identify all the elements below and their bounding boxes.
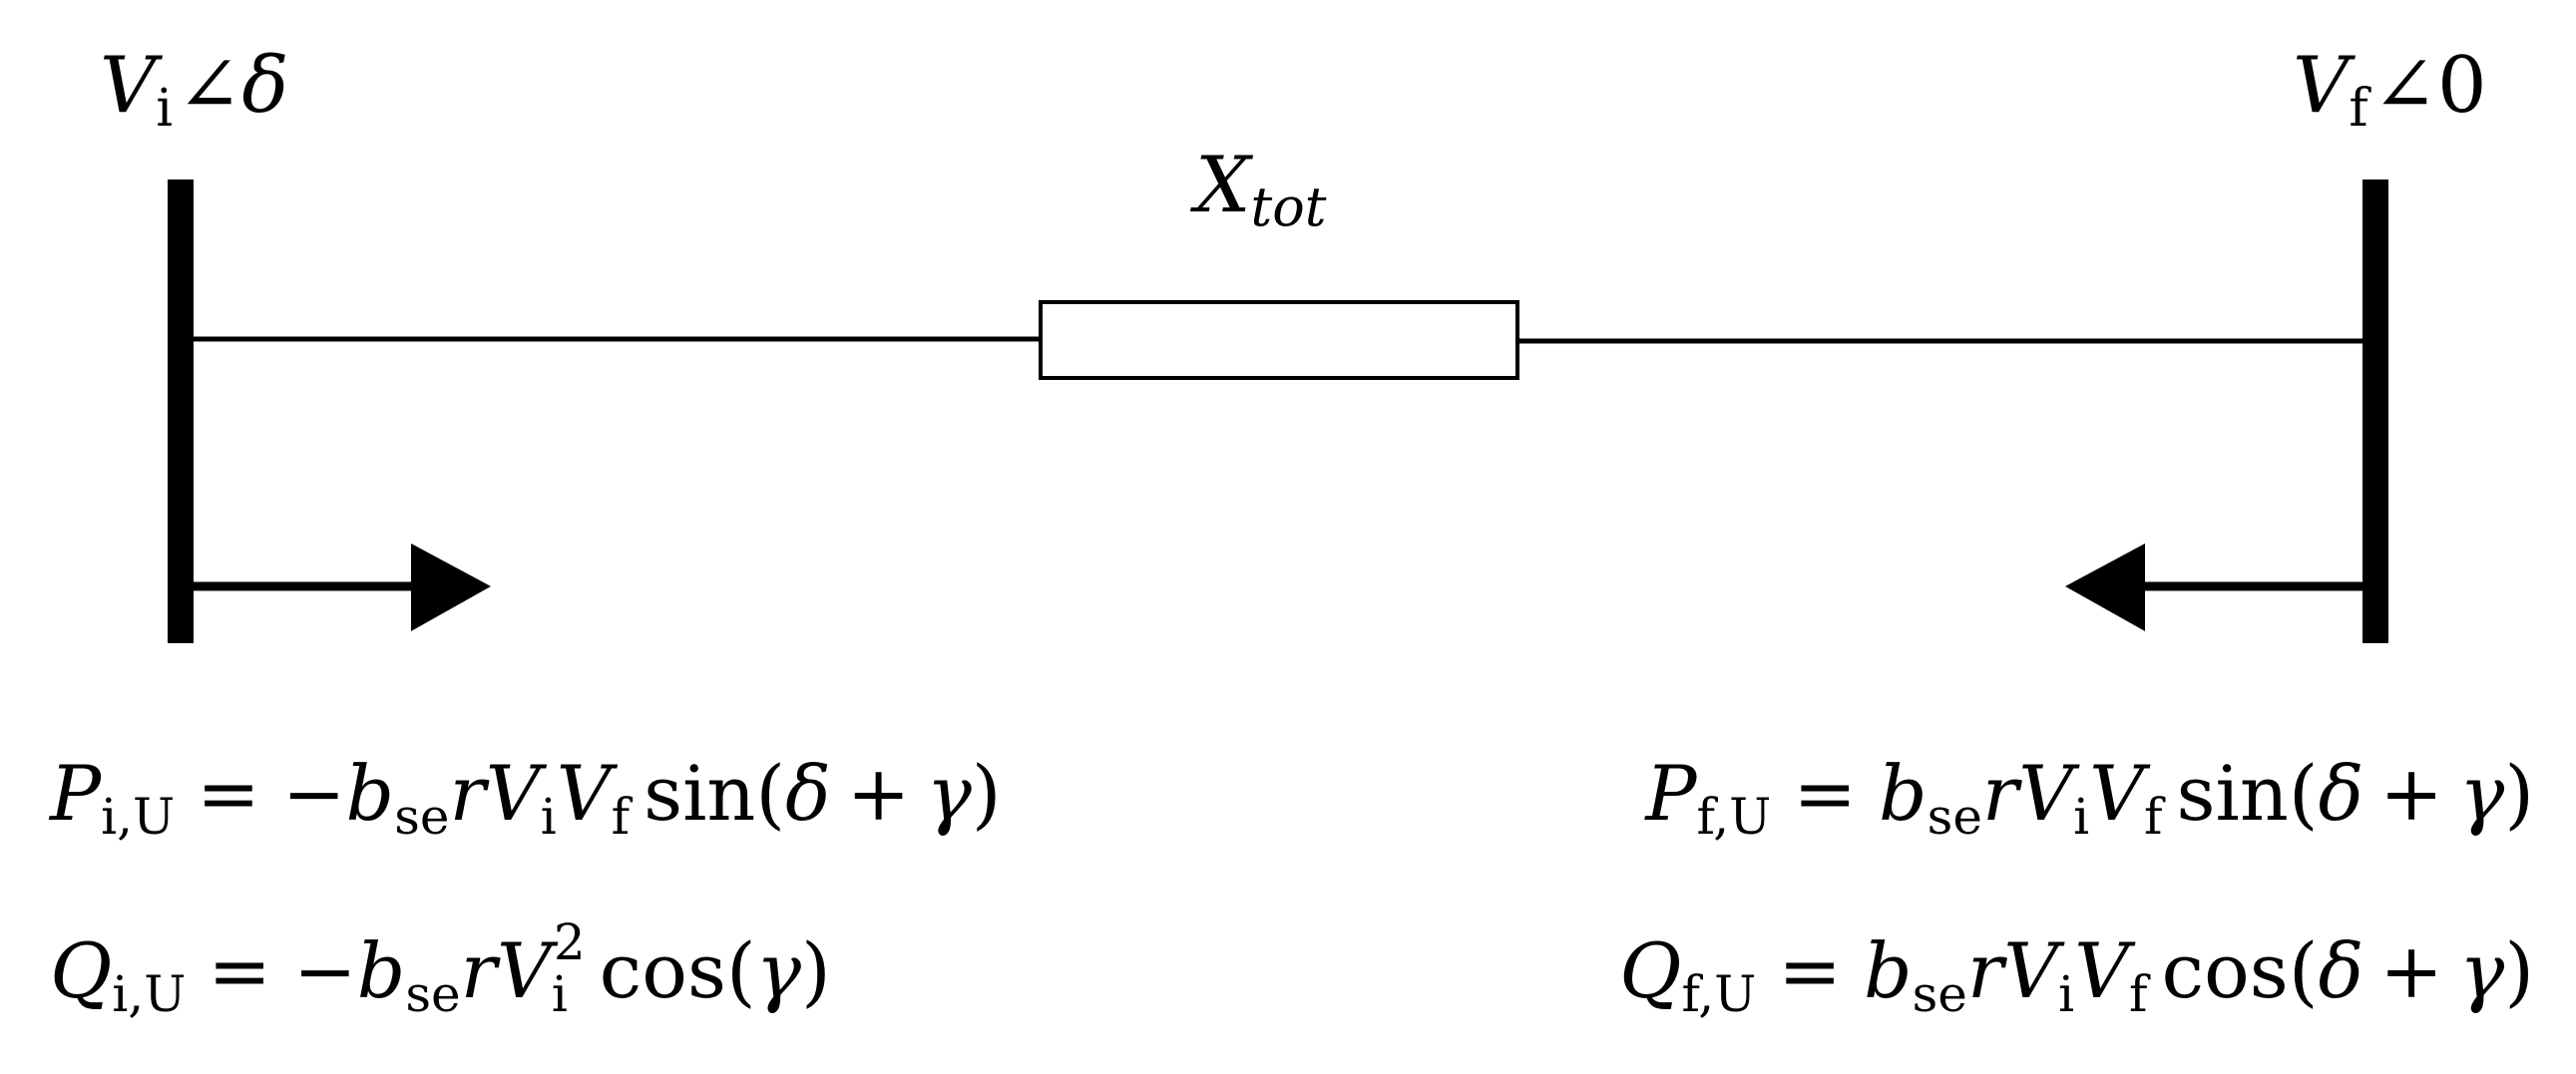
line-reactance-label: Xtot <box>1189 141 1327 238</box>
left-bus-label: Vi∠δ <box>100 41 288 139</box>
left-power-arrow <box>194 543 491 631</box>
left-bus-bar <box>168 179 194 643</box>
right-bus-bar <box>2362 179 2388 643</box>
right-power-arrow <box>2065 543 2362 631</box>
reactance-box <box>1039 300 1519 380</box>
right-bus-label: Vf∠0 <box>2293 41 2487 139</box>
